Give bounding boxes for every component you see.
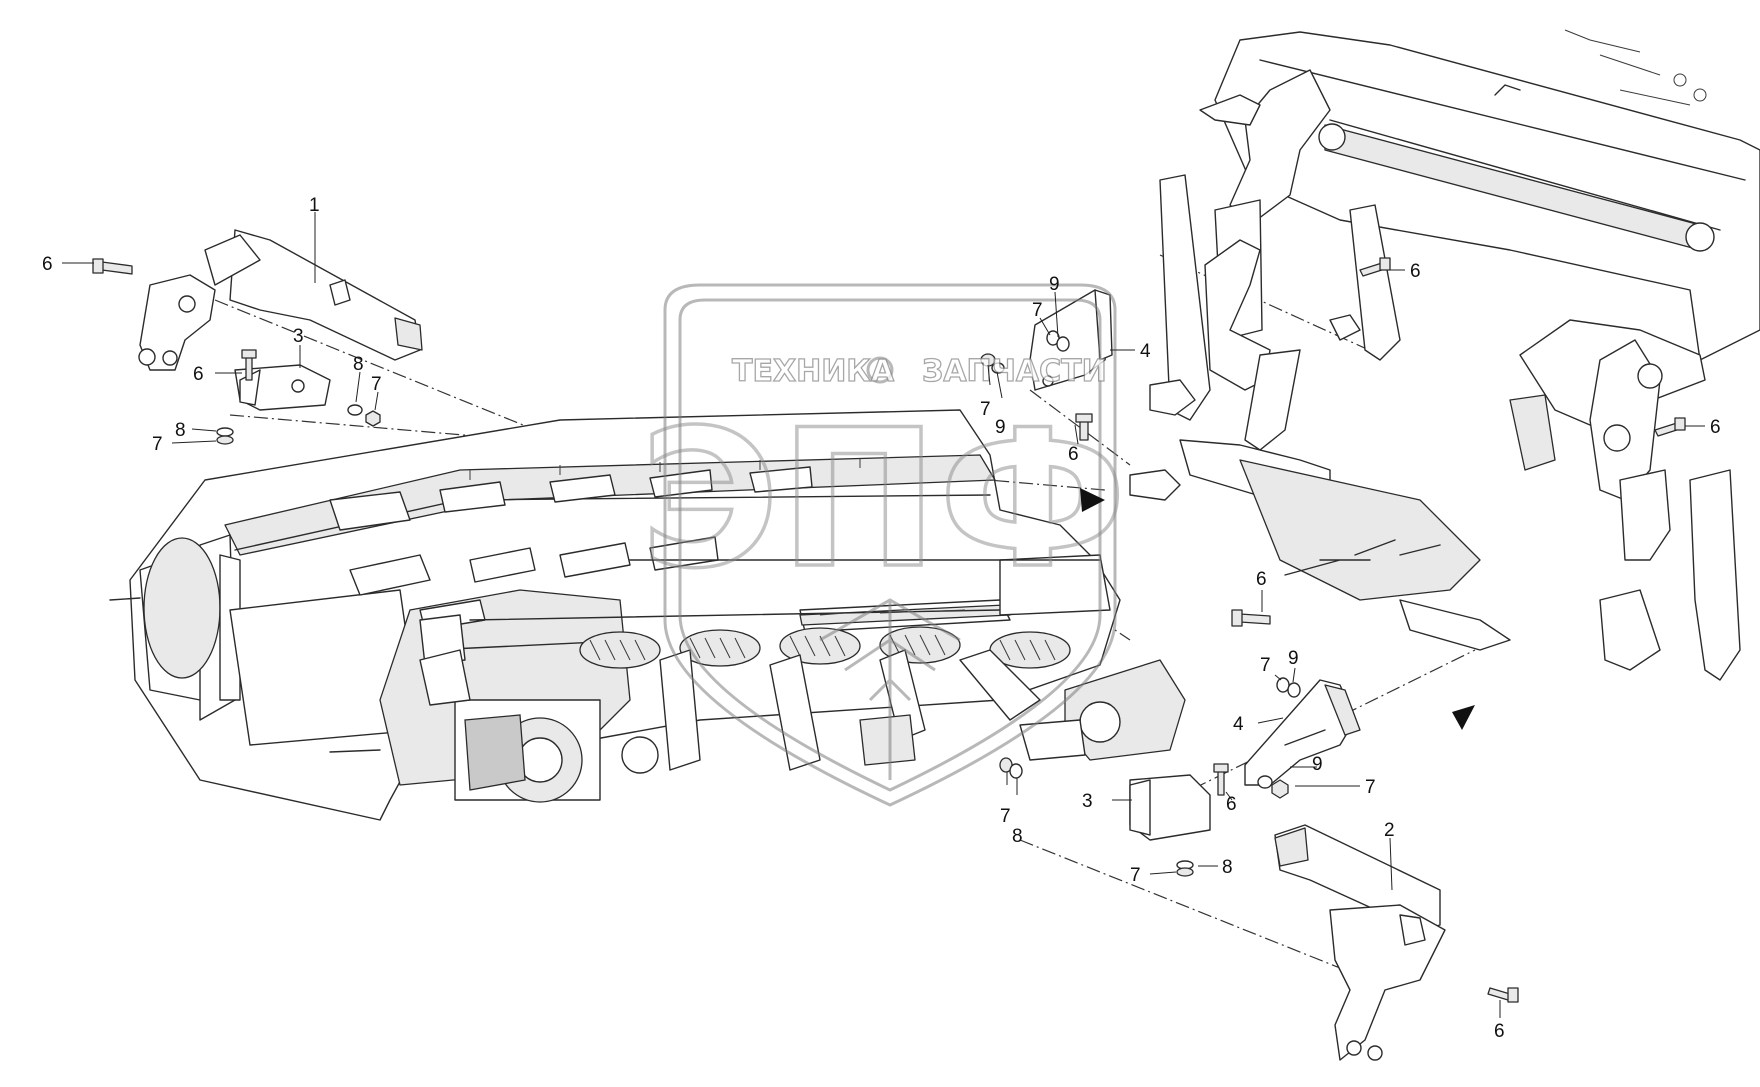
callout-8-bottom: 8 [1222,857,1233,878]
leader-lines [62,212,1705,1018]
callout-2: 2 [1384,820,1395,841]
callout-7-lower-right: 7 [1365,777,1376,798]
callout-7-center-lower: 7 [1000,806,1011,827]
arrow-lower [1452,705,1475,730]
callout-6-mid-right: 6 [1256,569,1267,590]
watermark: ТЕХНИКА ЗАПЧАСТИ ЭПФ [638,283,1129,807]
part-1-beam [138,229,423,371]
callout-6-top-left: 6 [42,254,53,275]
fasteners [92,257,1686,1003]
callout-6-lower: 6 [1226,794,1237,815]
callout-4-top: 4 [1140,341,1151,362]
callout-6-right: 6 [1710,417,1721,438]
callout-8-left-lower: 8 [175,420,186,441]
callout-7-mid-right: 7 [1260,655,1271,676]
callout-7-bottom: 7 [1130,865,1141,886]
callout-9-top: 9 [1049,274,1060,295]
callout-6-right-upper: 6 [1410,261,1421,282]
callout-7-mid-top: 7 [980,399,991,420]
part-2-beam [1274,824,1446,1061]
arrow-upper [1080,488,1105,512]
callout-3-lower: 3 [1082,791,1093,812]
assembly-arrows [1080,488,1475,730]
part-3-bracket-left [234,364,331,411]
callout-6-left: 6 [193,364,204,385]
callout-9-mid-right: 9 [1288,648,1299,669]
callout-9-mid-top: 9 [995,417,1006,438]
part-3-bracket-lower [1129,774,1211,841]
watermark-right-word: ЗАПЧАСТИ [922,354,1107,389]
watermark-monogram: ЭПФ [640,389,1127,610]
callout-7-left-upper: 7 [371,374,382,395]
springs [579,626,1071,669]
watermark-left-word: ТЕХНИКА [732,354,895,389]
callout-7-top: 7 [1032,300,1043,321]
callout-7-left-lower: 7 [152,434,163,455]
callout-6-bottom: 6 [1494,1021,1505,1042]
callout-3-left: 3 [293,326,304,347]
callout-8-left-upper: 8 [353,354,364,375]
callout-6-mid-top: 6 [1068,444,1079,465]
part-4-bracket-lower [1244,679,1361,786]
callout-1: 1 [309,195,320,216]
callout-8-center-lower: 8 [1012,826,1023,847]
callout-labels: 1 6 3 6 8 7 8 7 9 7 4 7 9 6 6 6 6 7 9 4 … [42,195,1721,1042]
callout-9-lower: 9 [1312,754,1323,775]
right-frame-assembly [1129,29,1760,681]
callout-4-lower: 4 [1233,714,1244,735]
feeder-conveyor-body [109,409,1186,821]
